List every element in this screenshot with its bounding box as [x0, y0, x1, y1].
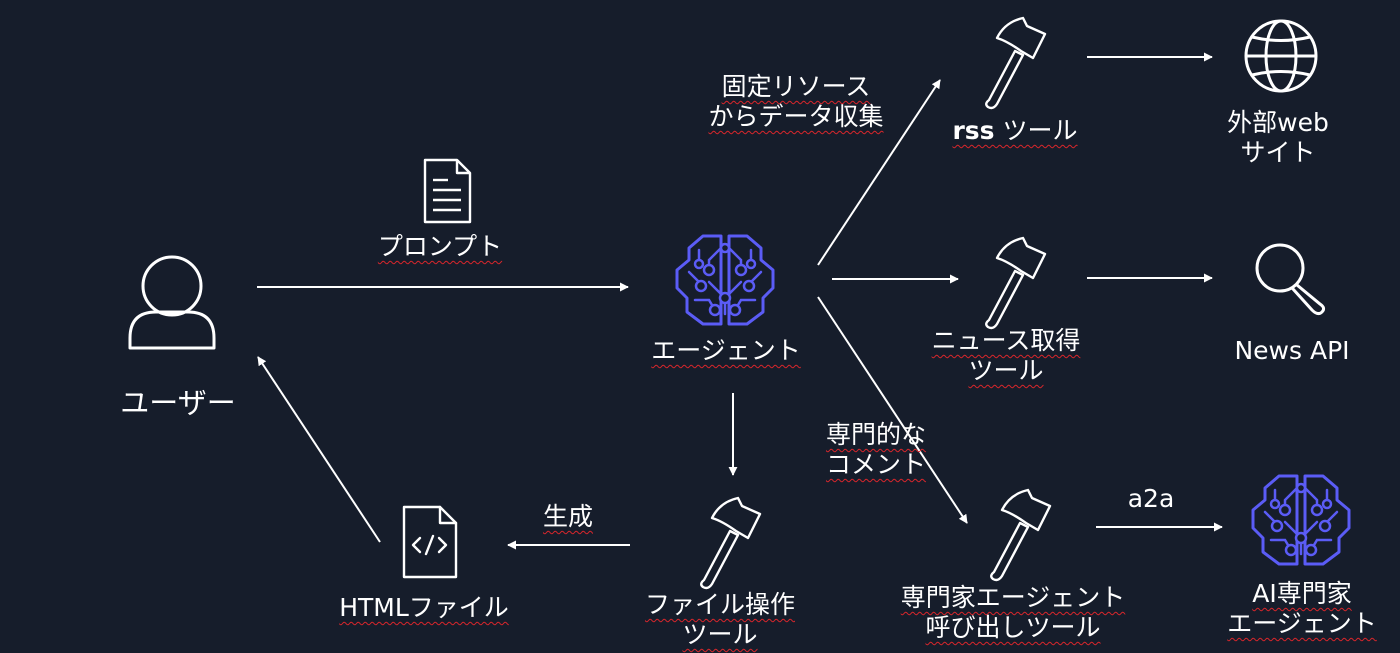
arrows — [257, 52, 1223, 550]
globe-icon — [1244, 19, 1318, 93]
hammer-icon — [700, 496, 762, 590]
arrow-html-to-user — [257, 356, 381, 543]
document-icon — [423, 158, 472, 224]
code-file-icon — [402, 505, 458, 579]
user-icon — [128, 255, 216, 350]
agent-label: エージェント — [651, 336, 801, 365]
ai-expert-label: AI専門家 エージェント — [1227, 579, 1377, 638]
arrow-agent-to-rss — [817, 79, 941, 266]
fixed-resources-label: 固定リソース からデータ収集 — [708, 72, 884, 131]
news-tool-label: ニュース取得 ツール — [931, 326, 1081, 385]
external-web-label: 外部web サイト — [1227, 108, 1329, 167]
news-api-label: News API — [1234, 336, 1350, 365]
rss-tool-label: rss ツール — [952, 116, 1078, 145]
hammer-icon — [985, 16, 1047, 110]
expert-comment-label: 専門的な コメント — [825, 420, 927, 479]
html-file-label: HTMLファイル — [339, 593, 509, 622]
hammer-icon — [990, 488, 1052, 582]
brain-circuit-icon — [1251, 474, 1351, 566]
file-tool-label: ファイル操作 ツール — [644, 590, 796, 649]
brain-circuit-icon — [675, 234, 775, 326]
arrow-agent-to-expert — [817, 296, 968, 524]
a2a-label: a2a — [1127, 484, 1175, 513]
expert-tool-label: 専門家エージェント 呼び出しツール — [900, 583, 1126, 642]
hammer-icon — [985, 236, 1047, 330]
generate-label: 生成 — [542, 502, 594, 531]
prompt-label: プロンプト — [377, 232, 503, 261]
magnifier-icon — [1255, 243, 1326, 316]
user-label: ユーザー — [120, 386, 236, 420]
